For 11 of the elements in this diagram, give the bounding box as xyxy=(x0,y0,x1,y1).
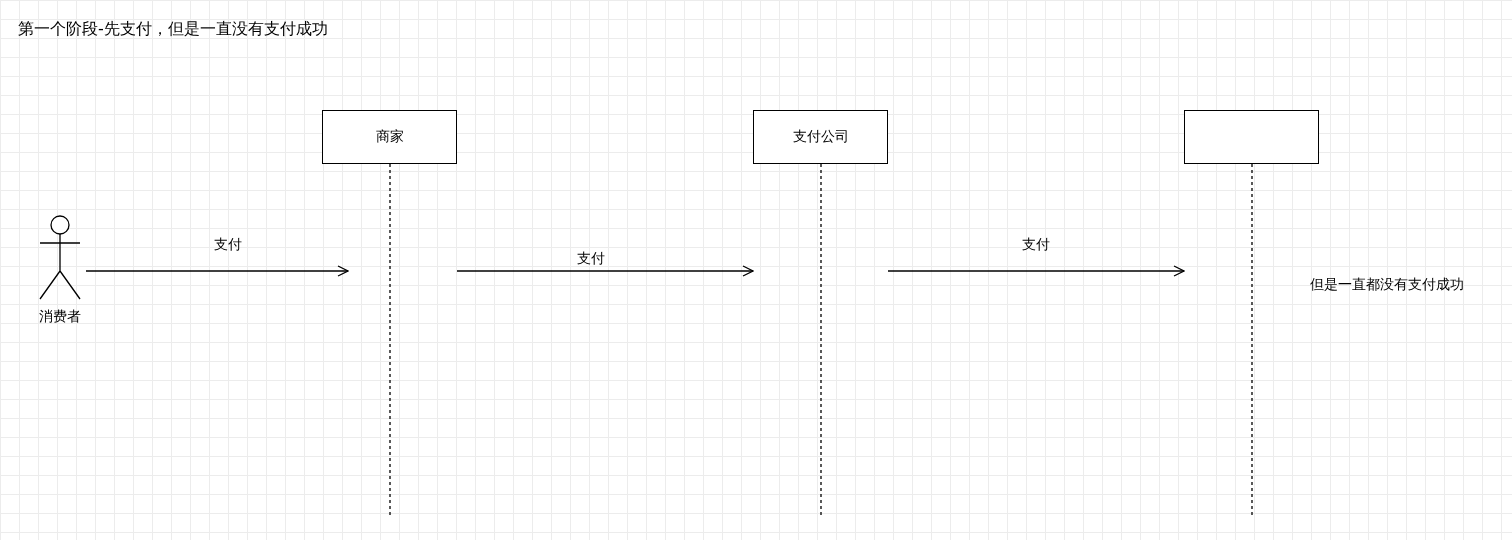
participant-label: 商家 xyxy=(375,128,404,146)
message-arrow xyxy=(456,265,754,277)
actor-label: 消费者 xyxy=(39,308,81,326)
note-text: 但是一直都没有支付成功 xyxy=(1310,276,1464,294)
edge-label: 支付 xyxy=(577,250,605,268)
participant-label: 支付公司 xyxy=(792,128,849,146)
edge-label: 支付 xyxy=(1022,236,1050,254)
message-arrow xyxy=(887,265,1185,277)
diagram-title: 第一个阶段-先支付，但是一直没有支付成功 xyxy=(18,19,328,40)
message-arrow xyxy=(85,265,349,277)
edge-label: 支付 xyxy=(214,236,242,254)
